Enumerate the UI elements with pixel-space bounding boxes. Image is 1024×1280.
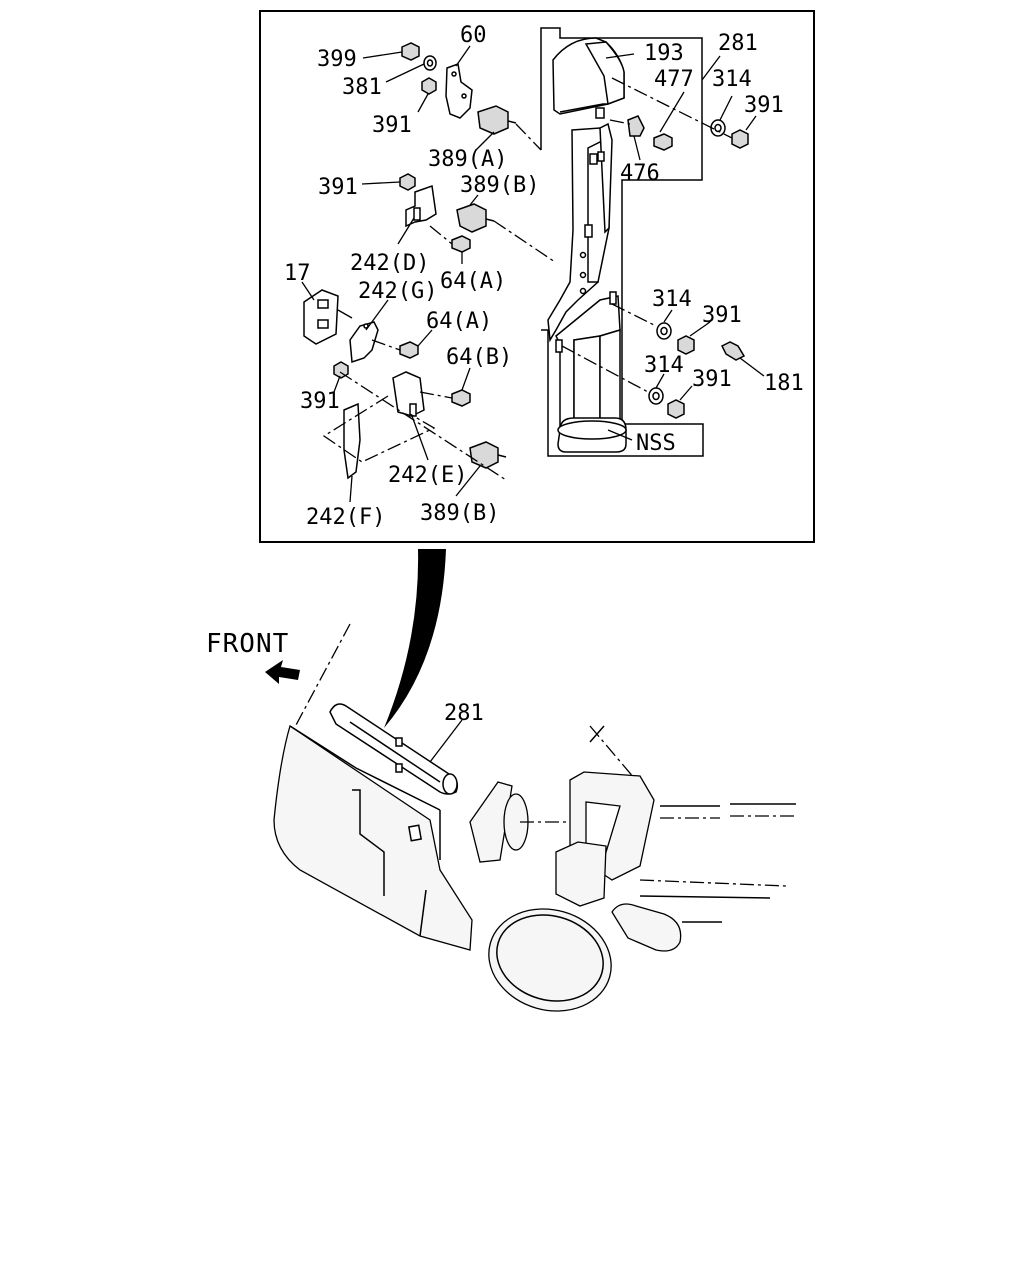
leader-lines [301, 45, 765, 503]
label-281-bottom: 281 [444, 701, 484, 726]
label-391-c: 391 [300, 389, 340, 414]
label-193: 193 [644, 41, 684, 66]
detail-frame [259, 10, 815, 543]
label-front: FRONT [206, 629, 289, 659]
label-399: 399 [317, 47, 357, 72]
label-389b-bot: 389(B) [420, 501, 499, 526]
label-391-a: 391 [372, 113, 412, 138]
label-60: 60 [460, 23, 487, 48]
label-281-top: 281 [718, 31, 758, 56]
chassis-ghost [469, 725, 796, 1012]
label-381: 381 [342, 75, 382, 100]
label-391-e: 391 [702, 303, 742, 328]
detail-labels: 399 381 391 60 389(A) 391 389(B) 242(D) … [284, 23, 804, 530]
label-64b: 64(B) [446, 345, 512, 370]
label-242d: 242(D) [350, 251, 429, 276]
label-17: 17 [284, 261, 311, 286]
hardware-lower-left [303, 289, 507, 480]
support-bracket [547, 122, 627, 453]
label-314-c: 314 [644, 353, 684, 378]
step-bracket-281: 281 [329, 701, 484, 795]
center-lines [322, 77, 733, 481]
vehicle-body [273, 623, 473, 951]
label-391-b: 391 [318, 175, 358, 200]
label-476: 476 [620, 161, 660, 186]
hardware-top-left [401, 42, 517, 135]
label-391-d: 391 [744, 93, 784, 118]
label-64a-1: 64(A) [440, 269, 506, 294]
label-314-a: 314 [712, 67, 752, 92]
label-242f: 242(F) [306, 505, 385, 530]
arrow-left-icon [265, 660, 300, 684]
label-242g: 242(G) [358, 279, 437, 304]
callout-pointer [384, 549, 446, 728]
label-389b-top: 389(B) [460, 173, 539, 198]
label-nss: NSS [636, 431, 676, 456]
hardware-right [627, 115, 749, 419]
front-indicator: FRONT [206, 629, 300, 684]
label-64a-2: 64(A) [426, 309, 492, 334]
label-314-b: 314 [652, 287, 692, 312]
hardware-middle-left [399, 173, 495, 253]
label-181: 181 [764, 371, 804, 396]
label-242e: 242(E) [388, 463, 467, 488]
label-391-f: 391 [692, 367, 732, 392]
label-477: 477 [654, 67, 694, 92]
label-389a: 389(A) [428, 147, 507, 172]
cap-193 [552, 37, 625, 119]
